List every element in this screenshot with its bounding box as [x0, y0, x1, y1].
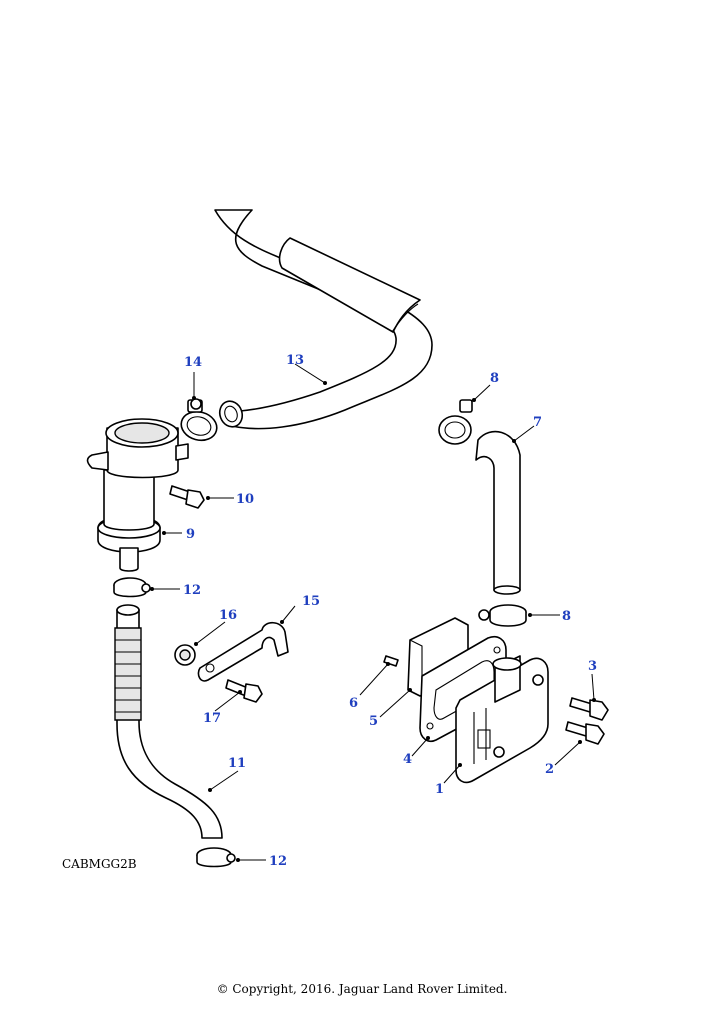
hose-7 — [475, 430, 521, 595]
callout-8-upper[interactable]: 8 — [490, 371, 499, 386]
callout-17[interactable]: 17 — [203, 711, 221, 726]
hose-11 — [114, 604, 223, 839]
bracket-15 — [197, 621, 289, 682]
bolt-3 — [569, 697, 609, 721]
callout-15[interactable]: 15 — [302, 594, 320, 609]
callout-16[interactable]: 16 — [219, 608, 237, 623]
callout-3[interactable]: 3 — [588, 659, 597, 674]
callout-12-upper[interactable]: 12 — [183, 583, 201, 598]
callouts: 14 13 8 7 10 9 12 15 16 8 3 6 17 5 4 11 … — [183, 353, 597, 869]
callout-11[interactable]: 11 — [228, 756, 246, 771]
callout-9[interactable]: 9 — [186, 527, 195, 542]
bolt-2 — [565, 721, 605, 745]
callout-10[interactable]: 10 — [236, 492, 254, 507]
clamp-8-upper — [438, 399, 473, 445]
callout-6[interactable]: 6 — [349, 696, 358, 711]
callout-7[interactable]: 7 — [533, 415, 542, 430]
clamp-12-lower — [196, 847, 236, 868]
callout-12-lower[interactable]: 12 — [269, 854, 287, 869]
callout-5[interactable]: 5 — [369, 714, 378, 729]
callout-1[interactable]: 1 — [435, 782, 444, 797]
screw-6 — [383, 655, 399, 667]
canister-9 — [86, 418, 189, 572]
copyright-notice: © Copyright, 2016. Jaguar Land Rover Lim… — [216, 982, 508, 996]
clamp-8-lower — [478, 604, 527, 627]
washer-16 — [174, 644, 196, 666]
callout-4[interactable]: 4 — [403, 752, 412, 767]
bolt-10 — [169, 485, 205, 509]
bolt-17 — [225, 679, 263, 703]
callout-14[interactable]: 14 — [184, 355, 202, 370]
leader-lines — [150, 363, 596, 862]
callout-2[interactable]: 2 — [545, 762, 554, 777]
hose-13 — [214, 209, 433, 430]
reference-code: CABMGG2B — [62, 857, 137, 871]
clamp-12-upper — [113, 577, 151, 598]
callout-13[interactable]: 13 — [286, 353, 304, 368]
callout-8-lower[interactable]: 8 — [562, 609, 571, 624]
housing-1 — [455, 655, 549, 784]
clamp-14 — [180, 398, 218, 442]
